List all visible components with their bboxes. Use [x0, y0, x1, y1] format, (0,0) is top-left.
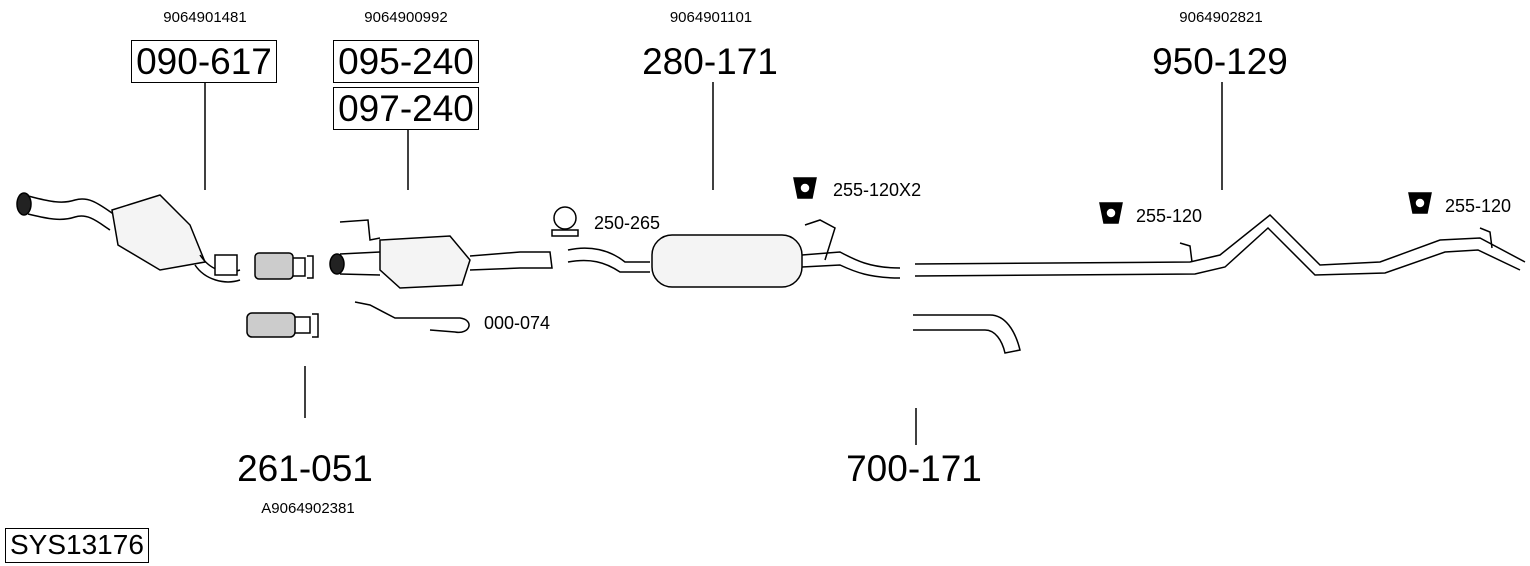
part-number-700-171[interactable]: 700-171 — [846, 448, 982, 489]
oe-number: 9064900992 — [364, 9, 448, 26]
hanger-label[interactable]: 255-120 — [1445, 196, 1512, 216]
sensor-wire — [354, 301, 470, 334]
part-number-095-240[interactable]: 095-240 — [333, 40, 479, 83]
leader-lines — [204, 82, 1223, 445]
oe-number: 9064901101 — [669, 9, 753, 26]
hanger-icon — [1099, 202, 1123, 224]
tail-pipe — [913, 314, 1021, 354]
hanger-icon — [1408, 192, 1432, 214]
particulate-filter — [329, 219, 553, 289]
middle-silencer — [567, 219, 901, 288]
clamp-icon — [551, 206, 579, 237]
flex-pipe — [246, 312, 319, 338]
clamp-label[interactable]: 250-265 — [594, 213, 661, 233]
part-number-280-171[interactable]: 280-171 — [642, 41, 778, 82]
sensor-label[interactable]: 000-074 — [484, 313, 551, 333]
part-number-950-129[interactable]: 950-129 — [1152, 41, 1288, 82]
front-pipe-catalyst — [16, 192, 314, 283]
hanger-icon — [793, 177, 817, 199]
part-number-261-051[interactable]: 261-051 — [237, 448, 373, 489]
system-code: SYS13176 — [5, 528, 149, 563]
hanger-label[interactable]: 255-120 — [1136, 206, 1203, 226]
rear-pipe — [914, 213, 1526, 277]
oe-number: A9064902381 — [261, 500, 355, 517]
part-number-097-240[interactable]: 097-240 — [333, 87, 479, 130]
hanger-label[interactable]: 255-120X2 — [833, 180, 922, 200]
oe-number: 9064901481 — [163, 9, 247, 26]
oe-number: 9064902821 — [1179, 9, 1263, 26]
part-number-090-617[interactable]: 090-617 — [131, 40, 277, 83]
